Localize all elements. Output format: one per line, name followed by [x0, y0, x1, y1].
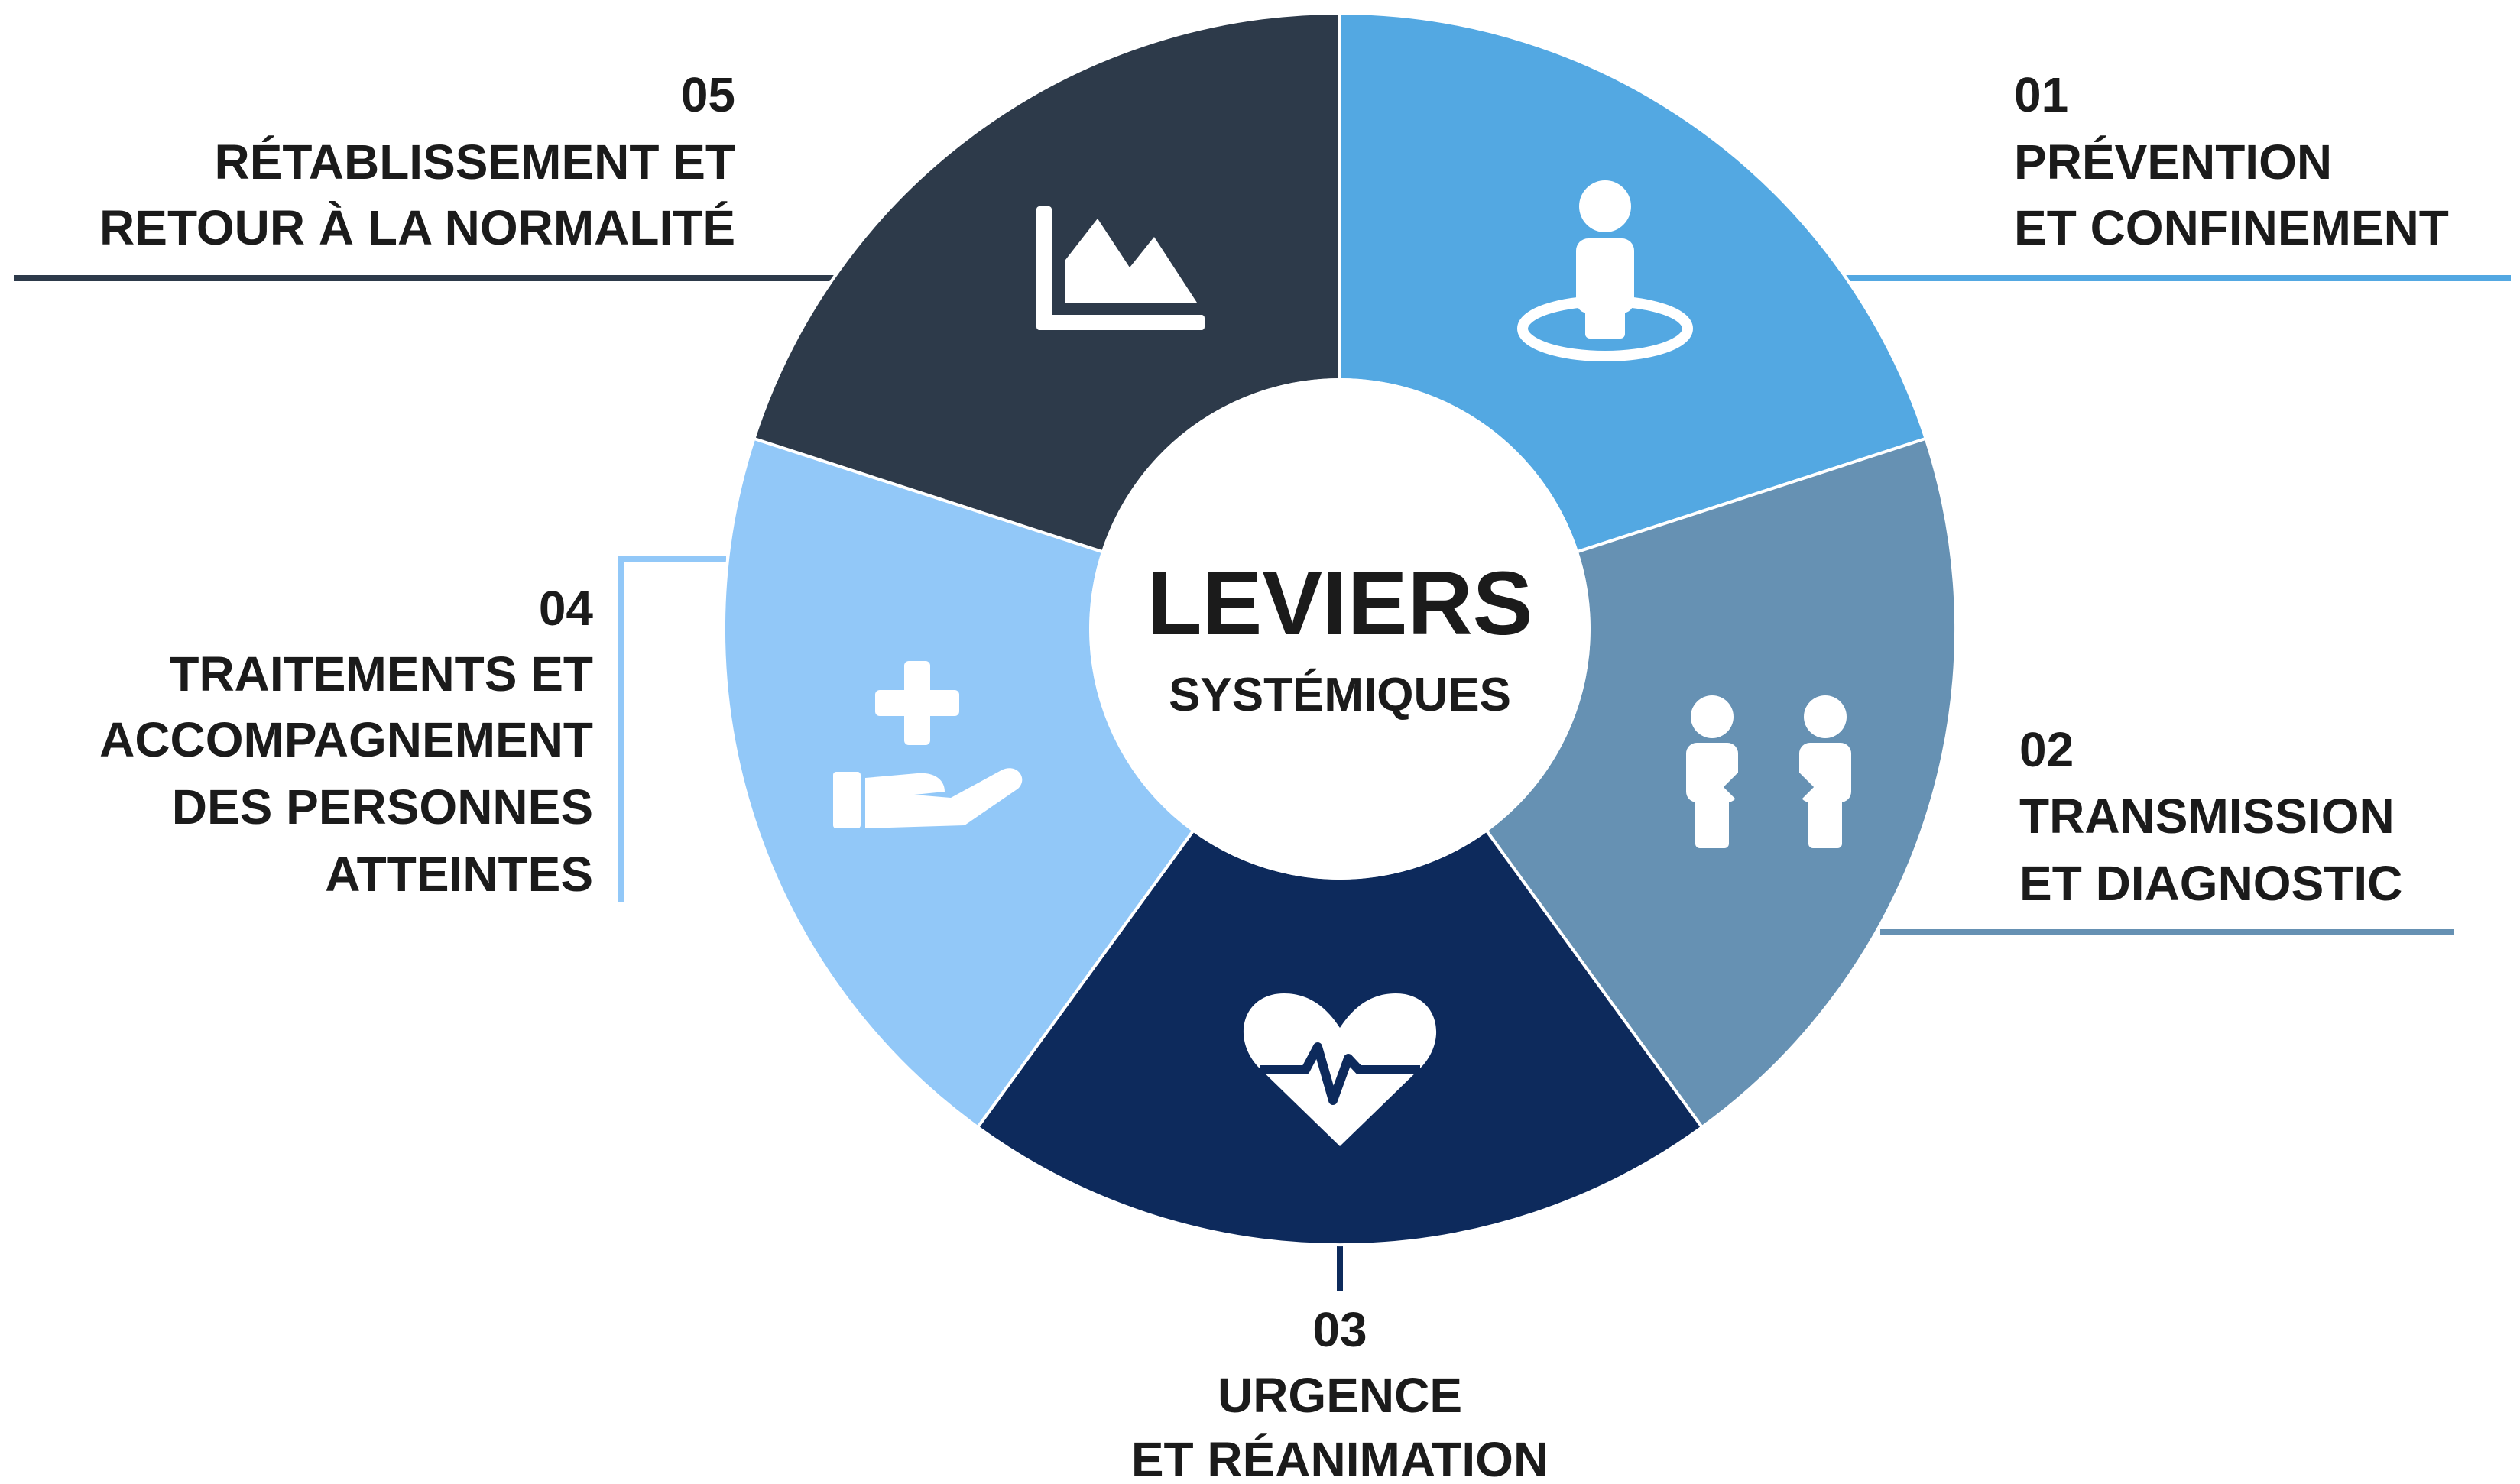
- person-in-circle-icon: [1517, 180, 1693, 361]
- label-02-number: 02: [2019, 722, 2074, 777]
- heart-pulse-icon: [1243, 993, 1437, 1146]
- label-04: 04 TRAITEMENTS ET ACCOMPAGNEMENT DES PER…: [99, 581, 593, 902]
- label-05: 05 RÉTABLISSEMENT ET RETOUR À LA NORMALI…: [99, 67, 735, 255]
- label-02-line-2: ET DIAGNOSTIC: [2019, 856, 2402, 911]
- center-circle: [1089, 378, 1591, 880]
- hand-medical-cross-icon: [833, 661, 1023, 828]
- label-05-line-2: RETOUR À LA NORMALITÉ: [99, 200, 735, 255]
- label-01-number: 01: [2014, 67, 2068, 122]
- center-title: LEVIERS: [1147, 553, 1533, 654]
- label-05-number: 05: [681, 67, 735, 122]
- two-people-transmission-icon: [1686, 695, 1851, 848]
- label-04-line-4: ATTEINTES: [325, 847, 593, 902]
- label-01: 01 PRÉVENTION ET CONFINEMENT: [2014, 67, 2449, 255]
- label-02-line-1: TRANSMISSION: [2019, 789, 2395, 844]
- label-04-line-2: ACCOMPAGNEMENT: [99, 712, 593, 767]
- label-03-number: 03: [1312, 1302, 1367, 1357]
- label-05-line-1: RÉTABLISSEMENT ET: [215, 134, 736, 190]
- label-01-line-2: ET CONFINEMENT: [2014, 200, 2449, 255]
- label-01-line-1: PRÉVENTION: [2014, 134, 2332, 190]
- label-04-line-1: TRAITEMENTS ET: [169, 646, 593, 701]
- label-03-line-2: ET RÉANIMATION: [1131, 1432, 1549, 1484]
- label-04-number: 04: [539, 581, 594, 636]
- center-subtitle: SYSTÉMIQUES: [1169, 669, 1511, 721]
- label-03: 03 URGENCE ET RÉANIMATION: [1131, 1302, 1549, 1484]
- label-04-line-3: DES PERSONNES: [172, 779, 593, 834]
- connector-lines: [14, 275, 2511, 1291]
- area-chart-icon: [1036, 206, 1205, 330]
- connector-line-04: [618, 556, 726, 902]
- label-02: 02 TRANSMISSION ET DIAGNOSTIC: [2019, 722, 2402, 911]
- label-03-line-1: URGENCE: [1218, 1368, 1462, 1423]
